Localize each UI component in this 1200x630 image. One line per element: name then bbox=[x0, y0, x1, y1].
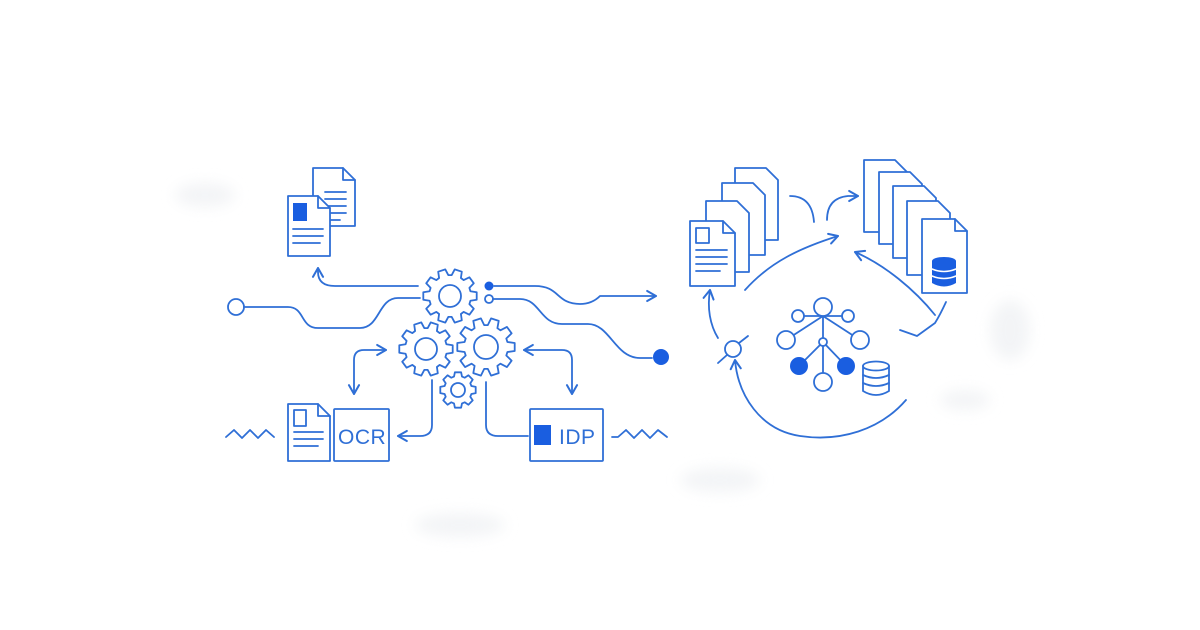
document-stack-icon bbox=[689, 167, 779, 287]
output-dot-top bbox=[484, 281, 494, 291]
idp-card-icon bbox=[529, 408, 668, 462]
idp-label: IDP bbox=[559, 426, 596, 449]
output-node-filled bbox=[653, 349, 669, 365]
ocr-link-arrow bbox=[347, 343, 388, 396]
documents-icon bbox=[287, 167, 356, 257]
input-node bbox=[227, 298, 245, 316]
background-smudges bbox=[175, 183, 1030, 537]
ocr-label: OCR bbox=[338, 426, 386, 449]
small-database-icon bbox=[862, 360, 890, 396]
idp-link-arrow bbox=[522, 343, 579, 396]
ocr-scanner-icon bbox=[225, 403, 390, 462]
database-icon bbox=[931, 257, 957, 287]
stack-top-connector bbox=[789, 195, 815, 223]
gear-top-icon bbox=[422, 268, 478, 324]
output-connector-top bbox=[493, 285, 658, 305]
output-connector-mid bbox=[492, 298, 653, 359]
gears-icon bbox=[398, 268, 516, 409]
idp-input-line bbox=[485, 381, 529, 437]
output-dot-mid bbox=[484, 294, 494, 304]
ocr-output-arrow bbox=[396, 379, 433, 443]
gear-left-icon bbox=[398, 321, 454, 377]
input-connector bbox=[243, 297, 421, 329]
gear-small-icon bbox=[439, 371, 477, 409]
stack-to-right-arrow bbox=[826, 189, 860, 221]
gear-right-icon bbox=[456, 317, 516, 377]
network-graph-icon bbox=[776, 297, 890, 396]
cycle-arrows-icon bbox=[702, 232, 947, 439]
doc-up-connector bbox=[311, 266, 419, 287]
database-document-stack-icon bbox=[863, 159, 968, 294]
